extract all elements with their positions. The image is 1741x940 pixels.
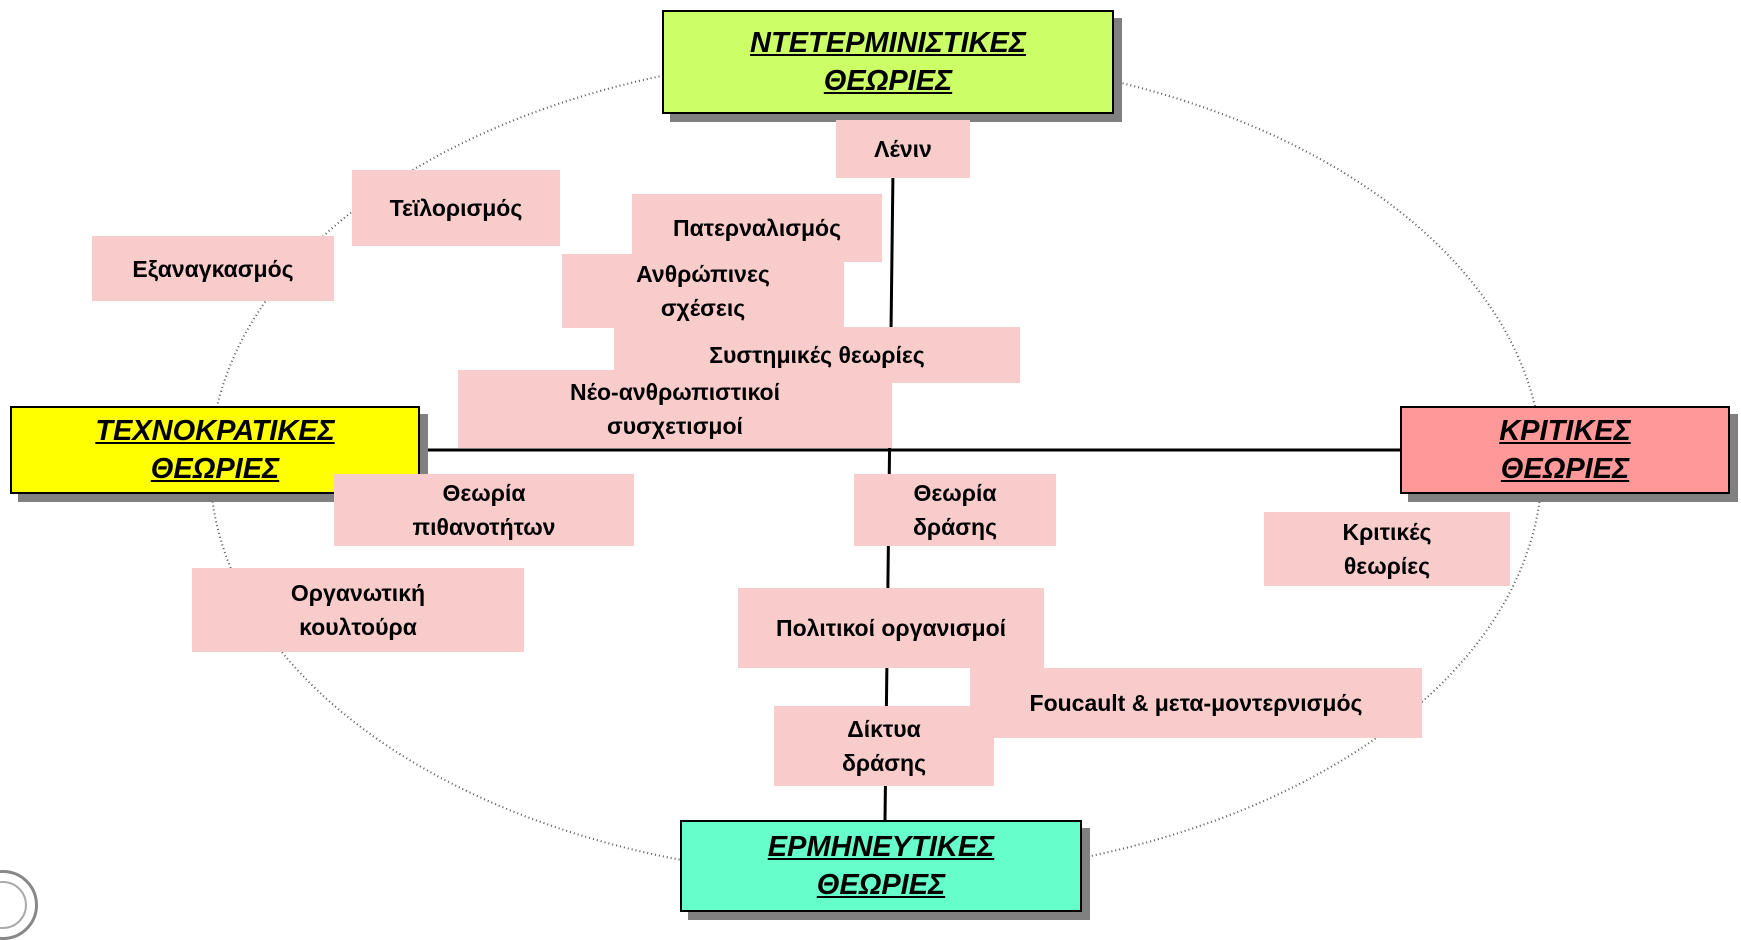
interpretive-theories-box: ΕΡΜΗΝΕΥΤΙΚΕΣ ΘΕΩΡΙΕΣ xyxy=(680,820,1082,912)
axis-label-line2: ΘΕΩΡΙΕΣ xyxy=(150,453,280,485)
axis-label-line1: ΕΡΜΗΝΕΥΤΙΚΕΣ xyxy=(767,831,995,863)
theory-label-line1: Θεωρία xyxy=(913,480,997,506)
theory-label-line2: δράσης xyxy=(841,750,927,776)
theory-label: Λένιν xyxy=(874,136,932,162)
axis-label-line2: ΘΕΩΡΙΕΣ xyxy=(1500,453,1630,485)
theory-lenin: Λένιν xyxy=(836,120,970,178)
theory-label-line1: Ανθρώπινες xyxy=(636,261,770,287)
theory-critical: Κριτικές θεωρίες xyxy=(1264,512,1510,586)
axis-label-line2: ΘΕΩΡΙΕΣ xyxy=(816,869,946,901)
theory-label-line2: σχέσεις xyxy=(660,295,746,321)
theory-label-line1: Θεωρία xyxy=(442,480,526,506)
critical-theories-box: ΚΡΙΤΙΚΕΣ ΘΕΩΡΙΕΣ xyxy=(1400,406,1730,494)
theory-label-line1: Νέο-ανθρωπιστικοί xyxy=(570,379,780,405)
theory-paternalism: Πατερναλισμός xyxy=(632,194,882,262)
theory-label: Πολιτικοί οργανισμοί xyxy=(775,615,1007,641)
theory-label-line1: Δίκτυα xyxy=(847,716,921,742)
theory-label: Τεϊλορισμός xyxy=(389,195,523,221)
determinist-theories-box: ΝΤΕΤΕΡΜΙΝΙΣΤΙΚΕΣ ΘΕΩΡΙΕΣ xyxy=(662,10,1114,114)
theory-action: Θεωρία δράσης xyxy=(854,474,1056,546)
theory-taylorism: Τεϊλορισμός xyxy=(352,170,560,246)
axis-label-line2: ΘΕΩΡΙΕΣ xyxy=(823,65,953,97)
theory-human-relations: Ανθρώπινες σχέσεις xyxy=(562,254,844,328)
theory-label-line2: συσχετισμοί xyxy=(607,413,743,439)
theory-label: Εξαναγκασμός xyxy=(132,255,294,282)
theory-label-line2: κουλτούρα xyxy=(299,614,417,640)
theory-label-line1: Οργανωτική xyxy=(290,580,426,606)
theory-coercion: Εξαναγκασμός xyxy=(92,236,334,301)
axis-label-line1: ΚΡΙΤΙΚΕΣ xyxy=(1499,415,1631,447)
theory-label: Συστημικές θεωρίες xyxy=(709,342,925,368)
theory-foucault: Foucault & μετα-μοντερνισμός xyxy=(970,668,1422,738)
theory-political-organisms: Πολιτικοί οργανισμοί xyxy=(738,588,1044,668)
theory-label-line2: πιθανοτήτων xyxy=(412,514,556,540)
theory-label: Πατερναλισμός xyxy=(672,215,842,241)
theory-action-networks: Δίκτυα δράσης xyxy=(774,706,994,786)
axis-label-line1: ΝΤΕΤΕΡΜΙΝΙΣΤΙΚΕΣ xyxy=(750,27,1026,59)
theory-neo-humanist: Νέο-ανθρωπιστικοί συσχετισμοί xyxy=(458,370,892,448)
theory-label-line2: δράσης xyxy=(912,514,998,540)
theory-contingency: Θεωρία πιθανοτήτων xyxy=(334,474,634,546)
theory-organizational-culture: Οργανωτική κουλτούρα xyxy=(192,568,524,652)
theory-label: Foucault & μετα-μοντερνισμός xyxy=(1029,690,1363,716)
theory-label-line2: θεωρίες xyxy=(1343,553,1431,579)
axis-label-line1: ΤΕΧΝΟΚΡΑΤΙΚΕΣ xyxy=(95,415,335,447)
theory-label-line1: Κριτικές xyxy=(1342,519,1432,545)
